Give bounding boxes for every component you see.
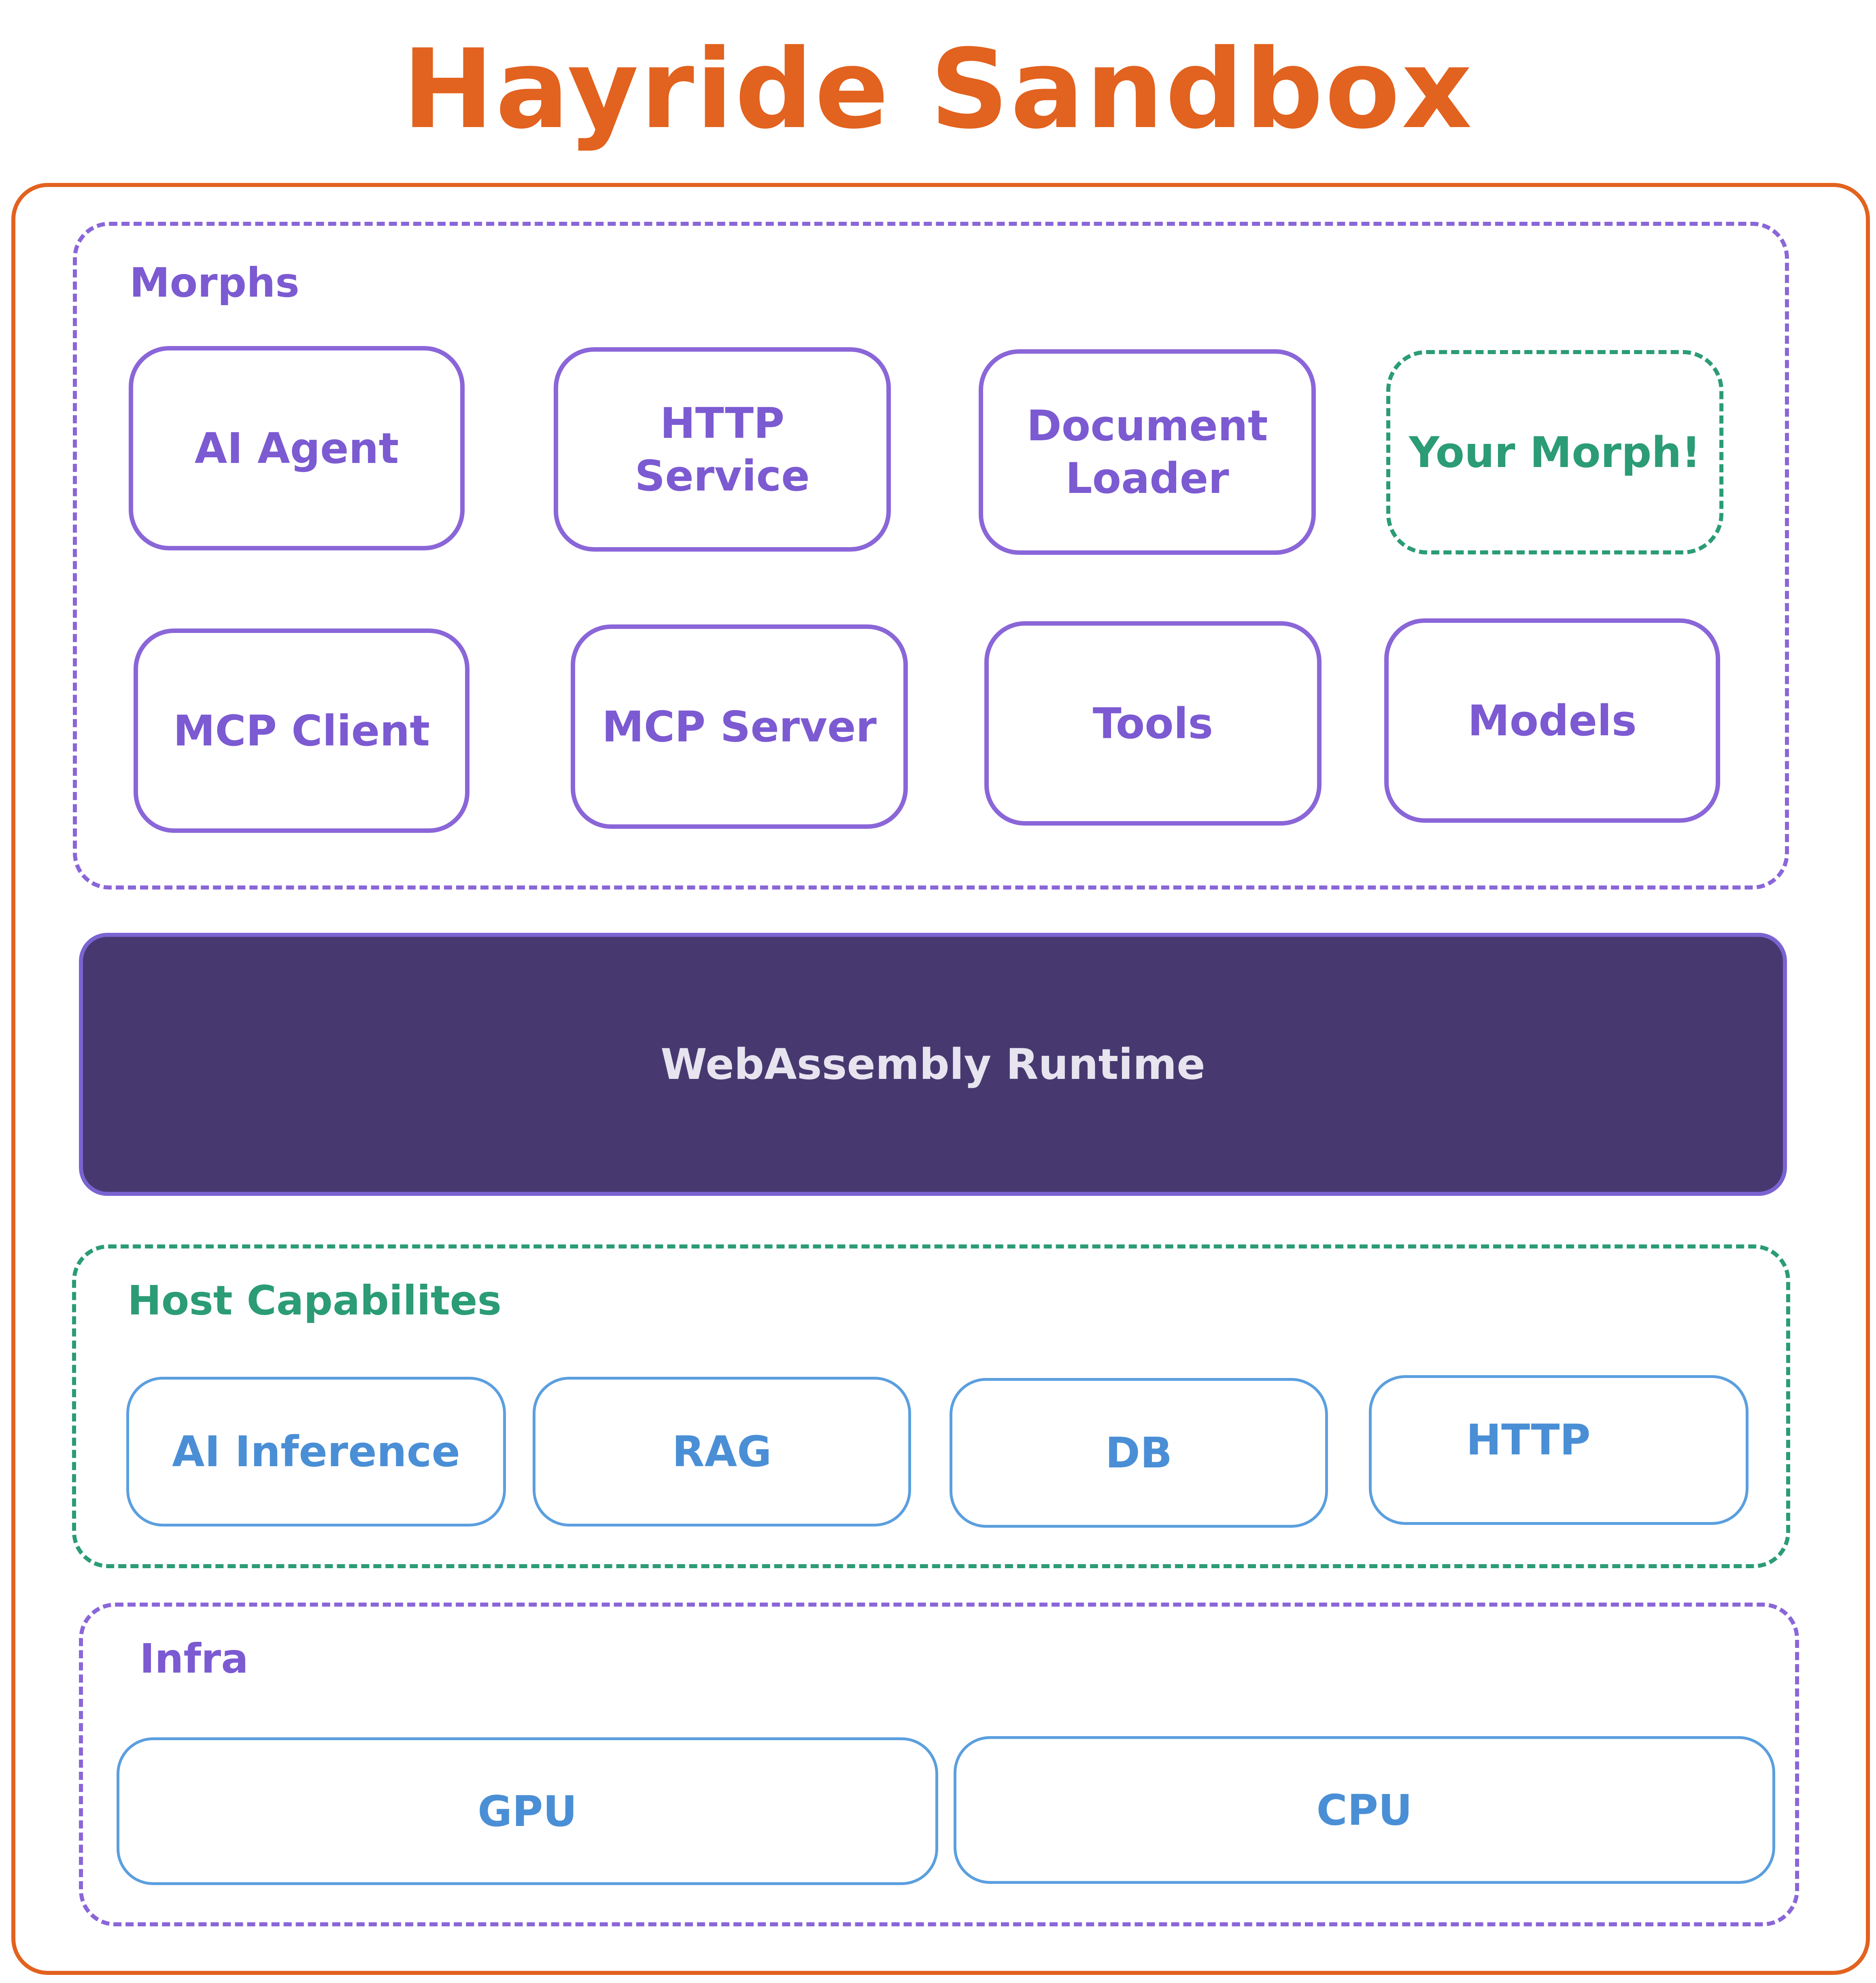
infra-group-label: Infra	[140, 1635, 249, 1682]
morph-mcp-server: MCP Server	[571, 624, 908, 829]
capability-rag: RAG	[533, 1377, 911, 1527]
capability-ai-inference: AI Inference	[126, 1377, 506, 1527]
morph-ai-agent: AI Agent	[129, 346, 465, 550]
host-capabilities-group	[72, 1244, 1790, 1568]
sandbox-frame	[11, 183, 1870, 1975]
morph-document-loader: Document Loader	[979, 349, 1316, 555]
morphs-group-label: Morphs	[130, 259, 300, 306]
host-capabilities-label: Host Capabilites	[127, 1277, 502, 1324]
webassembly-runtime: WebAssembly Runtime	[79, 933, 1787, 1196]
capability-db: DB	[950, 1378, 1328, 1528]
morph-your-morph: Your Morph!	[1386, 350, 1723, 554]
morph-models: Models	[1384, 618, 1720, 823]
capability-http: HTTP	[1369, 1375, 1749, 1525]
morph-mcp-client: MCP Client	[134, 628, 470, 833]
morphs-group	[73, 222, 1789, 890]
morph-http-service: HTTP Service	[554, 347, 891, 552]
morph-tools: Tools	[984, 621, 1321, 826]
infra-group	[79, 1603, 1799, 1926]
infra-gpu: GPU	[117, 1737, 938, 1885]
infra-cpu: CPU	[954, 1736, 1775, 1884]
diagram-title: Hayride Sandbox	[402, 25, 1474, 153]
